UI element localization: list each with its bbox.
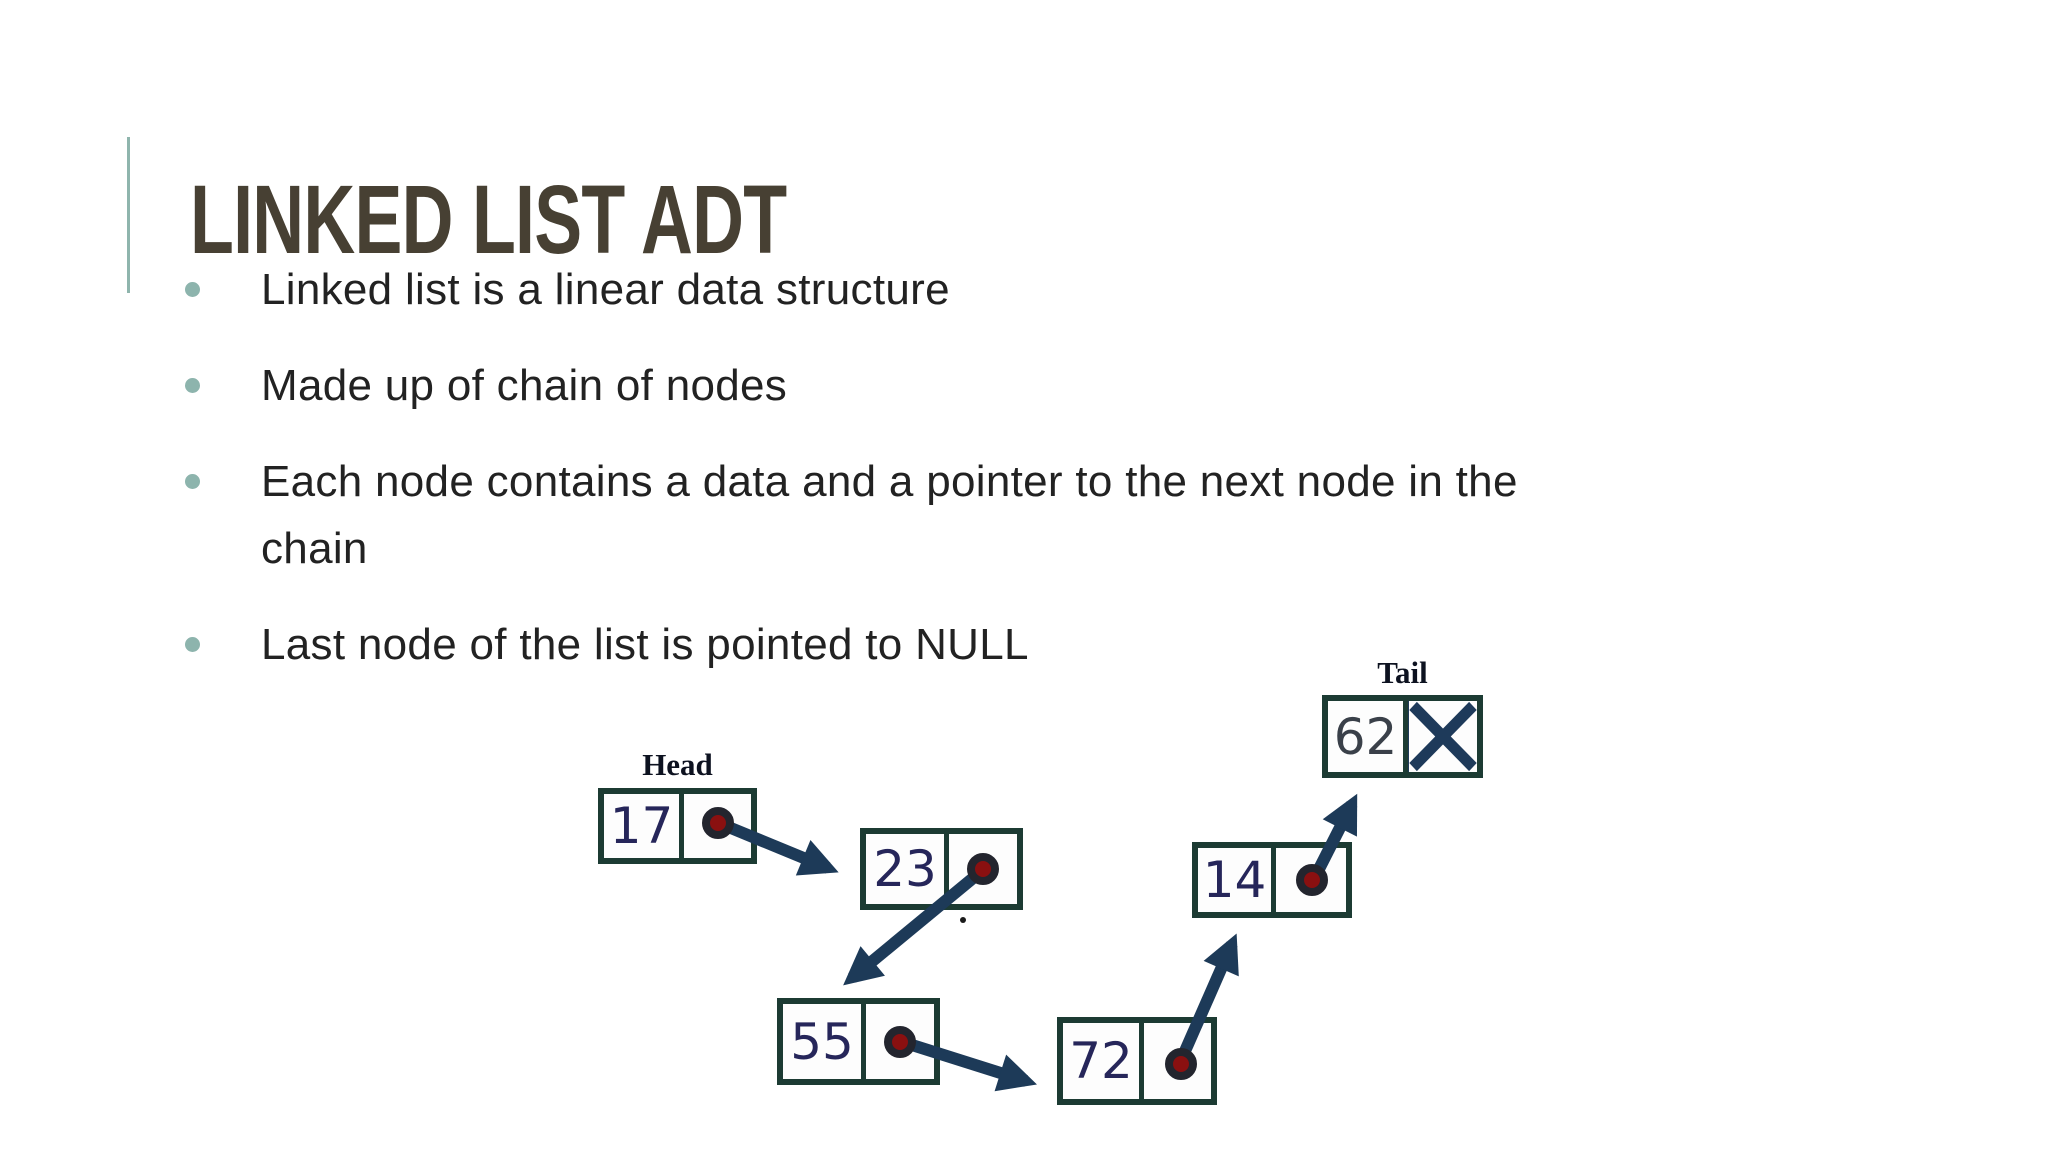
head-label: Head [642,747,713,782]
bullet-item: Made up of chain of nodes [185,352,1585,419]
node-pointer-cell [1276,848,1346,912]
bullet-list: Linked list is a linear data structure M… [185,256,1585,707]
node-value: 62 [1328,701,1408,772]
bullet-text: Each node contains a data and a pointer … [261,457,1518,573]
bullet-text: Last node of the list is pointed to NULL [261,620,1029,669]
bullet-icon [185,474,200,489]
list-node-5: 14 [1192,842,1352,918]
bullet-text: Linked list is a linear data structure [261,265,950,314]
node-value: 23 [866,834,949,904]
bullet-icon [185,637,200,652]
null-x-icon [1409,701,1477,772]
list-node-1: 17 [598,788,757,864]
node-value: 55 [783,1004,866,1079]
list-node-4: 72 [1057,1017,1217,1105]
node-value: 14 [1198,848,1276,912]
bullet-item: Last node of the list is pointed to NULL [185,611,1585,678]
bullet-icon [185,282,200,297]
node-pointer-cell [949,834,1017,904]
node-value: 17 [604,794,684,858]
node-pointer-cell [1408,701,1477,772]
list-node-6-tail: 62 [1322,695,1483,778]
list-node-3: 55 [777,998,940,1085]
tail-label: Tail [1377,655,1428,690]
bullet-item: Linked list is a linear data structure [185,256,1585,323]
bullet-item: Each node contains a data and a pointer … [185,448,1585,582]
slide-title: LINKED LIST ADT [190,164,787,274]
node-pointer-cell [684,794,751,858]
bullet-icon [185,378,200,393]
node-pointer-cell [1144,1023,1211,1099]
node-value: 72 [1063,1023,1144,1099]
node-pointer-cell [866,1004,934,1079]
stray-dot [960,917,966,923]
list-node-2: 23 [860,828,1023,910]
title-accent-bar [127,137,130,293]
bullet-text: Made up of chain of nodes [261,361,788,410]
